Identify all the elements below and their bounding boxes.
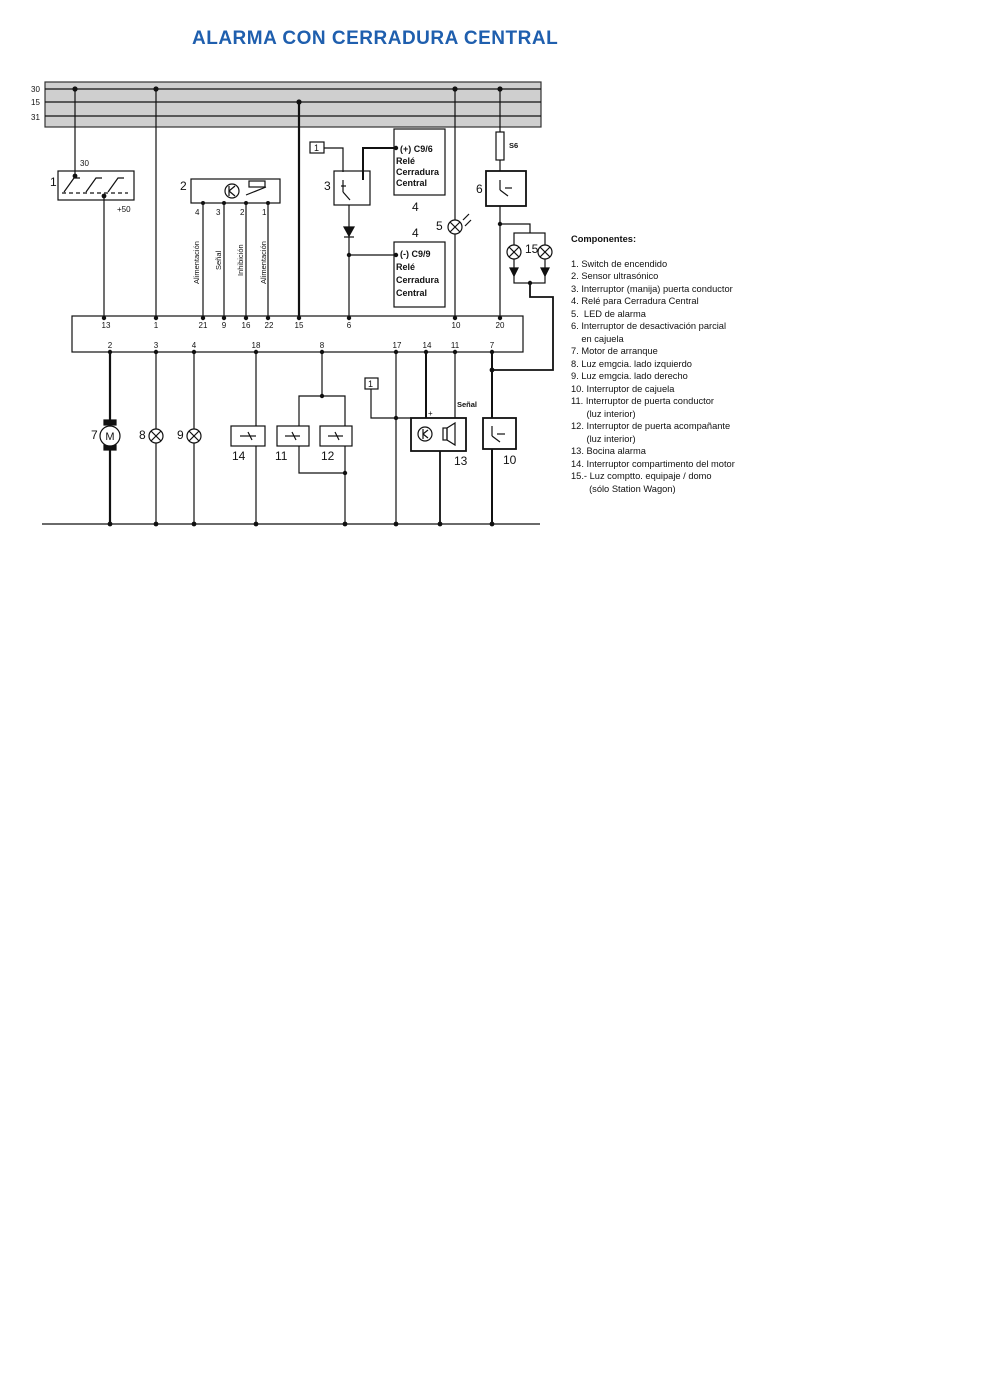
connector-top-pin: 16 — [242, 321, 251, 330]
legend-item: 9. Luz emgcia. lado derecho — [571, 371, 688, 381]
legend-item: 13. Bocina alarma — [571, 446, 646, 456]
switch10-number: 10 — [503, 453, 517, 467]
ignition-terminal-50: +50 — [117, 205, 131, 214]
legend-item: 12. Interruptor de puerta acompañante — [571, 421, 731, 431]
legend-item: (luz interior) — [571, 433, 636, 444]
legend-item: 7. Motor de arranque — [571, 346, 658, 356]
bus-label-30: 30 — [31, 85, 40, 94]
led-number: 5 — [436, 219, 443, 233]
sensor-pin-1: 1 — [262, 208, 267, 217]
relay-minus-line-2: Relé — [396, 262, 415, 272]
relay-plus-box — [393, 128, 446, 196]
legend-item: 2. Sensor ultrasónico — [571, 271, 659, 281]
connector-top-pin: 20 — [496, 321, 505, 330]
horn-plus-label: + — [428, 409, 433, 418]
sensor-label-inhibit: Inhibición — [236, 244, 245, 276]
legend-item: 10. Interruptor de cajuela — [571, 383, 675, 394]
sensor-transistor-icon — [224, 183, 240, 199]
sensor-label-power-1: Alimentación — [192, 241, 201, 284]
horn-signal-label: Señal — [457, 400, 477, 409]
connector-bottom-pin: 8 — [320, 341, 325, 350]
sensor-pin-4: 4 — [195, 208, 200, 217]
page-title: ALARMA CON CERRADURA CENTRAL — [192, 28, 559, 49]
connector-top-pin: 13 — [102, 321, 111, 330]
sensor-number: 2 — [180, 179, 187, 193]
legend-item: 8. Luz emgcia. lado izquierdo — [571, 358, 692, 369]
sensor-pin-3: 3 — [216, 208, 221, 217]
legend-item: 14. Interruptor compartimento del motor — [571, 458, 735, 469]
ignition-switch — [57, 170, 135, 201]
lamp-right-number: 9 — [177, 428, 184, 442]
lamp-left-number: 8 — [139, 428, 146, 442]
legend-item: 1. Switch de encendido — [571, 258, 668, 269]
bus-label-31: 31 — [31, 113, 40, 122]
starter-motor-icon — [99, 425, 121, 447]
connector-bottom-pin: 17 — [393, 341, 402, 350]
connector-top-pin: 21 — [199, 321, 208, 330]
connector-top-pin: 15 — [295, 321, 304, 330]
fuse-label: S6 — [509, 141, 518, 150]
bus-label-15: 15 — [31, 98, 40, 107]
alarm-module-connector — [71, 315, 524, 353]
sensor-pin-2: 2 — [240, 208, 245, 217]
connector-bottom-pin: 11 — [451, 341, 460, 350]
motor-symbol: M — [105, 431, 114, 443]
connector-top-pin: 10 — [452, 321, 461, 330]
connector-top-pin: 6 — [347, 321, 352, 330]
relay-plus-line-2: Relé — [396, 156, 415, 166]
switch11-number: 11 — [275, 449, 288, 463]
connector-bottom-pin: 14 — [423, 341, 432, 350]
fuse-s6 — [495, 131, 505, 161]
door-handle-switch — [333, 170, 371, 206]
ignition-terminal-30: 30 — [80, 159, 89, 168]
partial-disable-switch — [485, 170, 527, 207]
legend-item: (luz interior) — [571, 408, 636, 419]
relay-minus-number: 4 — [412, 226, 419, 240]
connector-bottom-pin: 18 — [252, 341, 261, 350]
legend-item: 11. Interruptor de puerta conductor — [571, 396, 714, 406]
legend-item: 6. Interruptor de desactivación parcial — [571, 321, 727, 331]
door-handle-number: 3 — [324, 179, 331, 193]
connector-top-pin: 22 — [265, 321, 274, 330]
legend-item: 3. Interruptor (manija) puerta conductor — [571, 283, 733, 294]
sensor-label-signal: Señal — [214, 250, 223, 270]
ignition-number: 1 — [50, 175, 57, 189]
alarm-horn — [410, 417, 467, 452]
relay-plus-number: 4 — [412, 200, 419, 214]
switch12-number: 12 — [321, 449, 335, 463]
relay-plus-line-3: Cerradura — [396, 167, 440, 177]
legend-item: 5. LED de alarma — [571, 308, 646, 319]
relay-plus-line-4: Central — [396, 178, 427, 188]
connector-bottom-pin: 3 — [154, 341, 159, 350]
diode-icon — [342, 226, 356, 238]
relay-minus-line-3: Cerradura — [396, 275, 440, 285]
connector-bottom-pin: 2 — [108, 341, 113, 350]
components-legend: Componentes: 1. Switch de encendido 2. S… — [571, 233, 801, 495]
horn-number: 13 — [454, 454, 468, 468]
relay-minus-line-4: Central — [396, 288, 427, 298]
connector-top-pin: 1 — [154, 321, 159, 330]
switch6-number: 6 — [476, 182, 483, 196]
legend-item: (sólo Station Wagon) — [571, 483, 676, 494]
legend-item: 4. Relé para Cerradura Central — [571, 296, 699, 306]
sensor-label-power-2: Alimentación — [259, 241, 268, 284]
wiring-diagram: 30 15 31 30 +50 S6 4 3 2 1 Alimentación … — [31, 81, 554, 527]
switch14-number: 14 — [232, 449, 246, 463]
ultrasonic-sensor — [190, 178, 281, 204]
legend-item: en cajuela — [571, 333, 624, 344]
relay-minus-line-1: (-) C9/9 — [400, 249, 431, 259]
motor-number: 7 — [91, 428, 98, 442]
trunk-lamps-number: 15 — [525, 242, 539, 256]
connector-bottom-pin: 7 — [490, 341, 495, 350]
legend-heading: Componentes: — [571, 234, 637, 244]
legend-item: 15.- Luz comptto. equipaje / domo — [571, 471, 712, 481]
relay-minus-box — [393, 241, 446, 308]
horn-box-label: 1 — [368, 379, 373, 389]
connector-bottom-pin: 4 — [192, 341, 197, 350]
connector-top-pin: 9 — [222, 321, 227, 330]
relay-plus-line-1: (+) C9/6 — [400, 144, 433, 154]
door-handle-box-label: 1 — [314, 143, 319, 153]
